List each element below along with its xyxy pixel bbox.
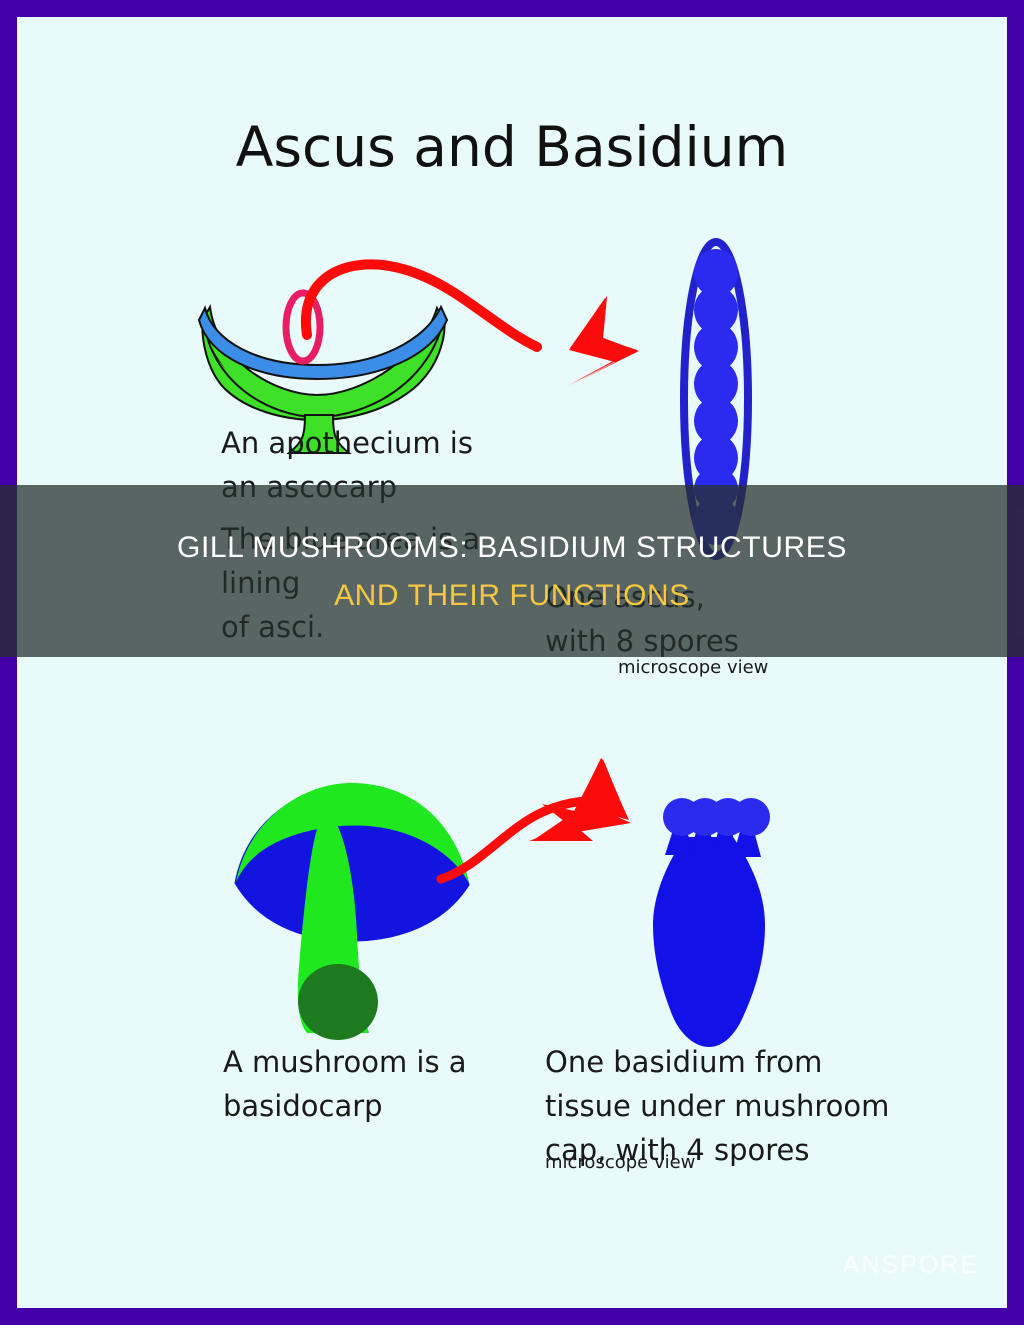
caption-ascus-subtext: microscope view: [618, 657, 769, 678]
caption-mushroom: A mushroom is a basidocarp: [223, 1045, 467, 1123]
diagram-illustrations: [197, 238, 770, 1047]
caption-basidium: One basidium from tissue under mushroom …: [545, 1045, 890, 1167]
watermark: ANSPORE: [842, 1251, 979, 1279]
mushroom-illustration: [234, 783, 470, 1040]
overlay-headline-line1: GILL MUSHROOMS: BASIDIUM STRUCTURES: [177, 531, 847, 564]
arrow-top: [300, 259, 639, 387]
poster-canvas: Ascus and Basidium: [17, 17, 1007, 1308]
arrow-bottom: [436, 758, 631, 884]
page-title: Ascus and Basidium: [235, 115, 789, 179]
caption-basidium-subtext: microscope view: [545, 1152, 696, 1173]
apothecium-illustration: [197, 289, 449, 454]
title-overlay-banner: [0, 485, 1024, 657]
overlay-headline-line2: AND THEIR FUNCTIONS: [334, 579, 690, 612]
basidium-illustration: [653, 798, 770, 1047]
